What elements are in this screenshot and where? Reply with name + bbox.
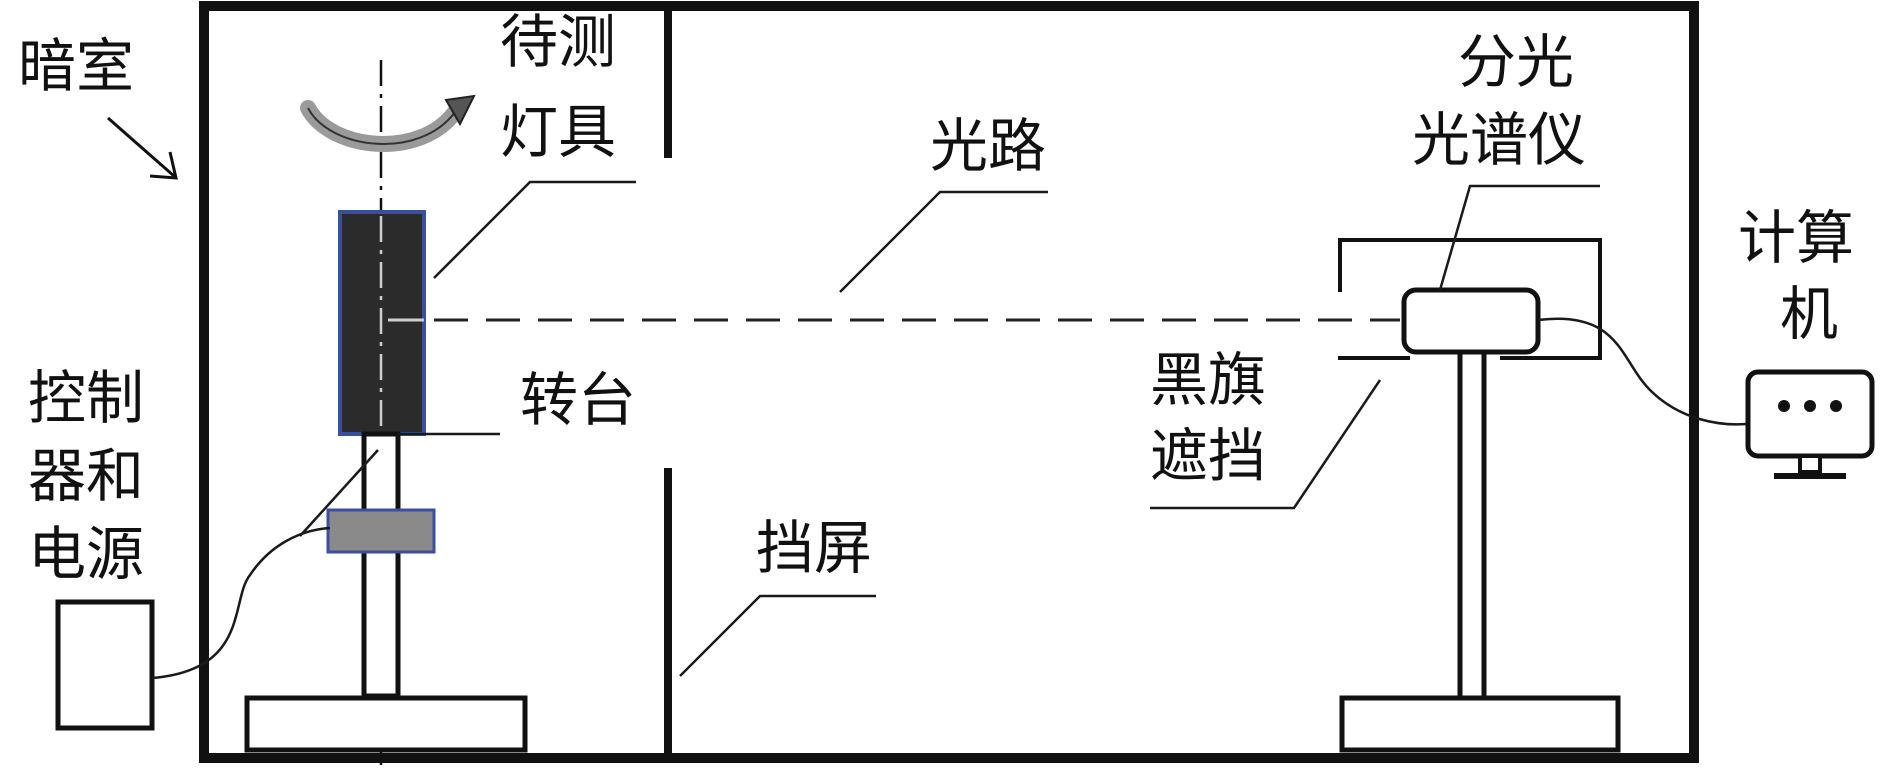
darkroom-pointer-head: [149, 151, 178, 180]
baffle-leader-line: [679, 594, 876, 677]
spectro-leader-line: [1438, 184, 1600, 291]
controller-box: [55, 599, 155, 731]
label-computer-line2: 机: [1780, 280, 1838, 348]
label-light-path: 光路: [930, 112, 1046, 180]
turntable-block: [326, 508, 436, 554]
label-baffle-screen: 挡屏: [756, 514, 872, 582]
label-controller-line1: 控制: [28, 364, 144, 432]
label-spectro-line1: 分光: [1458, 28, 1574, 96]
black-flag-leader-line: [1150, 379, 1382, 510]
label-lamp-line2: 灯具: [500, 98, 616, 166]
darkroom-pointer: [107, 116, 175, 178]
spectroradiometer: [1401, 287, 1541, 355]
label-black-flag-line2: 遮挡: [1150, 422, 1266, 490]
label-computer-line1: 计算: [1738, 204, 1854, 272]
monitor-icon: [1745, 369, 1875, 479]
computer-cable: [1537, 317, 1747, 426]
turntable-column: [361, 431, 401, 699]
lamp-leader-line: [433, 180, 636, 279]
light-path-leader-line: [839, 190, 1048, 293]
label-darkroom: 暗室: [18, 32, 134, 100]
darkroom-wall: [199, 1, 1699, 763]
label-lamp-line1: 待测: [500, 8, 616, 76]
controller-cable: [151, 526, 331, 680]
label-turntable: 转台: [520, 366, 636, 434]
turntable-leader-diagonal: [299, 449, 379, 537]
label-controller-line3: 电源: [28, 520, 144, 588]
lamp-stand-base: [244, 695, 528, 753]
label-black-flag-line1: 黑旗: [1150, 346, 1266, 414]
spectro-stand-column: [1457, 349, 1487, 701]
spectro-stand-base: [1339, 695, 1621, 753]
black-flag-top: [1338, 238, 1602, 360]
rotation-arrow-icon: [300, 94, 476, 152]
label-spectro-line2: 光谱仪: [1412, 106, 1586, 174]
label-controller-line2: 器和: [28, 442, 144, 510]
